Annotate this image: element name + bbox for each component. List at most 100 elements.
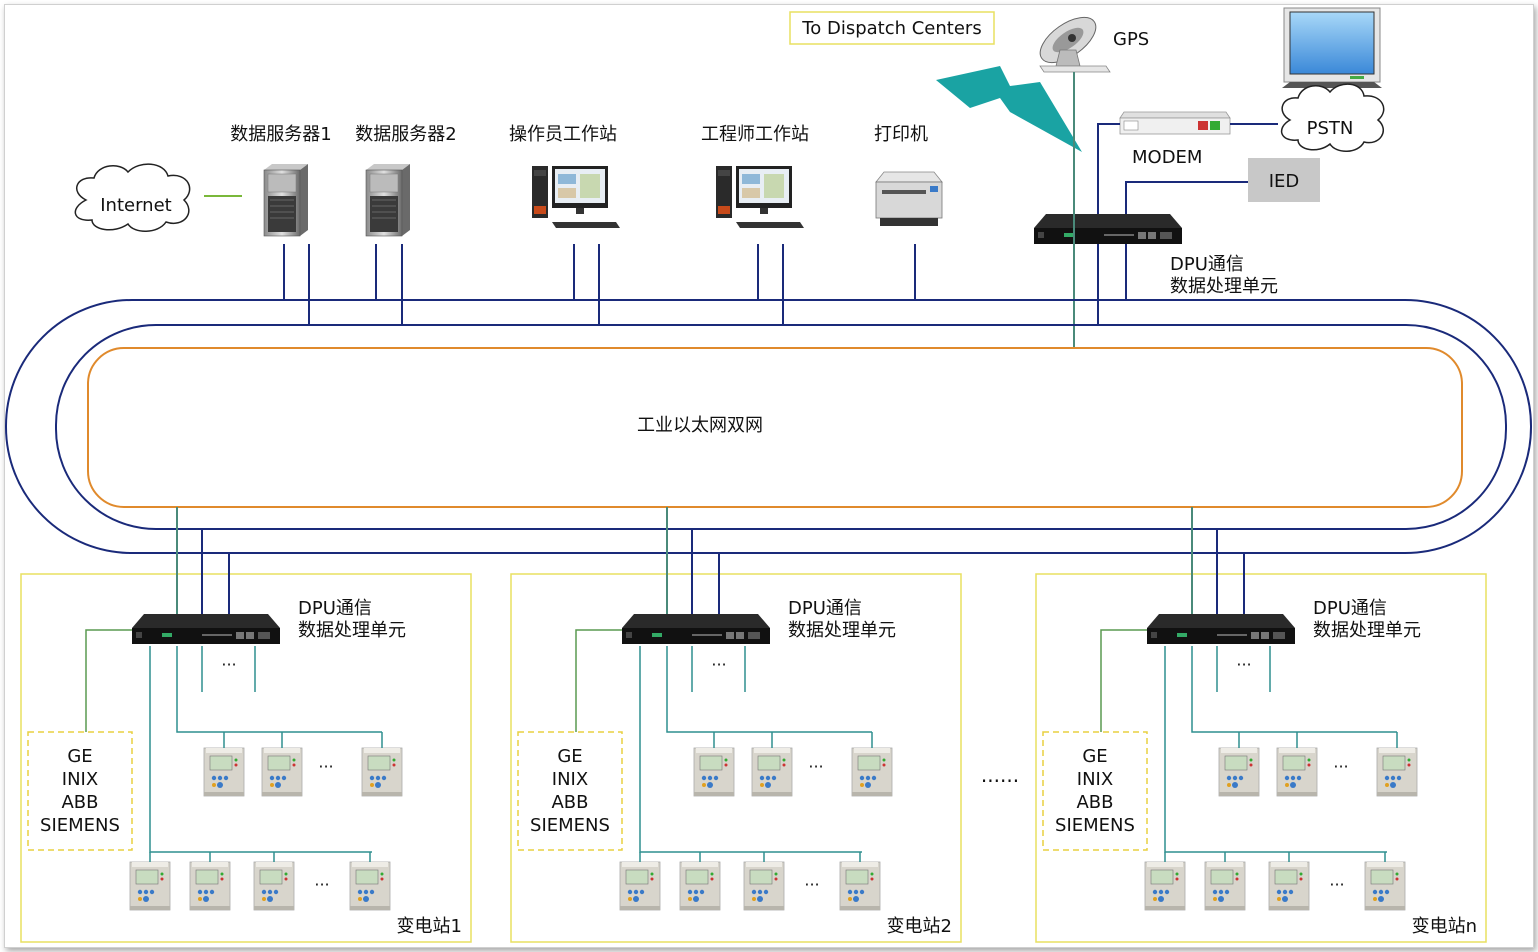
vendor-label: ABB <box>1076 792 1113 813</box>
relay-device-icon <box>679 861 721 911</box>
station-name: 变电站2 <box>887 916 952 937</box>
operator-workstation-icon <box>532 166 620 228</box>
ring-label: 工业以太网双网 <box>637 415 763 436</box>
relay-device-icon <box>1144 861 1186 911</box>
relay-device-icon <box>1364 861 1406 911</box>
relay-ellipsis-lower: ··· <box>314 875 329 894</box>
station-dpu-label-1: DPU通信 <box>1313 598 1387 619</box>
station-name: 变电站n <box>1412 916 1477 937</box>
relay-device-icon <box>253 861 295 911</box>
pstn-cloud-icon <box>1280 83 1385 152</box>
device-label-server1: 数据服务器1 <box>230 124 331 145</box>
relay-device-icon <box>349 861 391 911</box>
vendor-box <box>27 731 133 851</box>
relay-device-icon <box>743 861 785 911</box>
relay-device-icon <box>1268 861 1310 911</box>
device-label-server2: 数据服务器2 <box>355 124 456 145</box>
relay-bus-upper <box>176 646 382 733</box>
substation-frame <box>20 573 472 943</box>
vendor-label: INIX <box>1077 769 1113 790</box>
data-server-2-icon <box>365 163 411 237</box>
vendor-label: INIX <box>62 769 98 790</box>
station-dpu-label-1: DPU通信 <box>298 598 372 619</box>
internet-label: Internet <box>100 195 171 216</box>
station-dpu-label-1: DPU通信 <box>788 598 862 619</box>
relay-bus-upper <box>1191 646 1397 733</box>
relay-device-icon <box>361 747 403 797</box>
gps-label: GPS <box>1113 29 1149 50</box>
relay-device-icon <box>619 861 661 911</box>
relay-device-icon <box>1276 747 1318 797</box>
data-server-1-icon <box>263 163 309 237</box>
station-dpu-icon <box>132 614 280 644</box>
relay-ellipsis-upper: ··· <box>1333 757 1348 776</box>
relay-device-icon <box>1218 747 1260 797</box>
port-ellipsis: ··· <box>711 655 726 674</box>
substation-frame <box>1035 573 1487 943</box>
relay-device-icon <box>693 747 735 797</box>
vendor-link <box>575 629 622 732</box>
vendor-link <box>1100 629 1147 732</box>
relay-ellipsis-upper: ··· <box>808 757 823 776</box>
relay-bus-lower <box>1164 646 1387 853</box>
station-dpu-icon <box>1147 614 1295 644</box>
vendor-label: GE <box>67 746 92 767</box>
modem-icon <box>1119 111 1231 135</box>
relay-device-icon <box>751 747 793 797</box>
modem-label: MODEM <box>1132 147 1202 168</box>
stations-layer: DPU通信数据处理单元···GEINIXABBSIEMENS······变电站1… <box>20 507 1487 943</box>
station-dpu-icon <box>622 614 770 644</box>
vendor-label: SIEMENS <box>530 815 610 836</box>
relay-bus-lower <box>149 646 372 853</box>
vendor-label: GE <box>557 746 582 767</box>
station-dpu-label-2: 数据处理单元 <box>788 620 896 641</box>
between-ellipsis: ······ <box>981 769 1019 793</box>
dispatch-box <box>789 11 995 45</box>
top-connectors <box>283 123 1278 324</box>
dispatch-label: To Dispatch Centers <box>801 18 981 39</box>
relay-ellipsis-upper: ··· <box>318 757 333 776</box>
pstn-label: PSTN <box>1307 118 1354 139</box>
relay-device-icon <box>129 861 171 911</box>
relay-device-icon <box>203 747 245 797</box>
relay-device-icon <box>1204 861 1246 911</box>
station-dpu-label-2: 数据处理单元 <box>298 620 406 641</box>
relay-device-icon <box>851 747 893 797</box>
substation-frame <box>510 573 962 943</box>
station-name: 变电站1 <box>397 916 462 937</box>
relay-device-icon <box>261 747 303 797</box>
monitor-icon <box>1282 7 1382 88</box>
ring-inner <box>55 324 1507 530</box>
printer-icon <box>875 171 943 226</box>
device-label-operator: 操作员工作站 <box>509 124 617 145</box>
vendor-label: INIX <box>552 769 588 790</box>
ring-orange <box>87 347 1463 508</box>
device-label-printer: 打印机 <box>874 124 928 145</box>
top-dpu-icon <box>1034 214 1182 244</box>
vendor-label: SIEMENS <box>40 815 120 836</box>
internet-cloud-icon <box>74 163 191 232</box>
vendor-label: ABB <box>551 792 588 813</box>
device-label-engineer: 工程师工作站 <box>701 124 809 145</box>
station-dpu-label-2: 数据处理单元 <box>1313 620 1421 641</box>
vendor-box <box>1042 731 1148 851</box>
port-ellipsis: ··· <box>1236 655 1251 674</box>
vendor-box <box>517 731 623 851</box>
relay-device-icon <box>189 861 231 911</box>
satellite-dish-icon <box>1039 16 1111 73</box>
relay-ellipsis-lower: ··· <box>1329 875 1344 894</box>
relay-device-icon <box>839 861 881 911</box>
top-dpu-label-1: DPU通信 <box>1170 254 1244 275</box>
wireless-bolt-icon <box>936 66 1082 152</box>
ied-label: IED <box>1269 171 1300 192</box>
engineer-workstation-icon <box>716 166 804 228</box>
vendor-label: ABB <box>61 792 98 813</box>
vendor-label: GE <box>1082 746 1107 767</box>
vendor-label: SIEMENS <box>1055 815 1135 836</box>
relay-device-icon <box>1376 747 1418 797</box>
vendor-link <box>85 629 132 732</box>
